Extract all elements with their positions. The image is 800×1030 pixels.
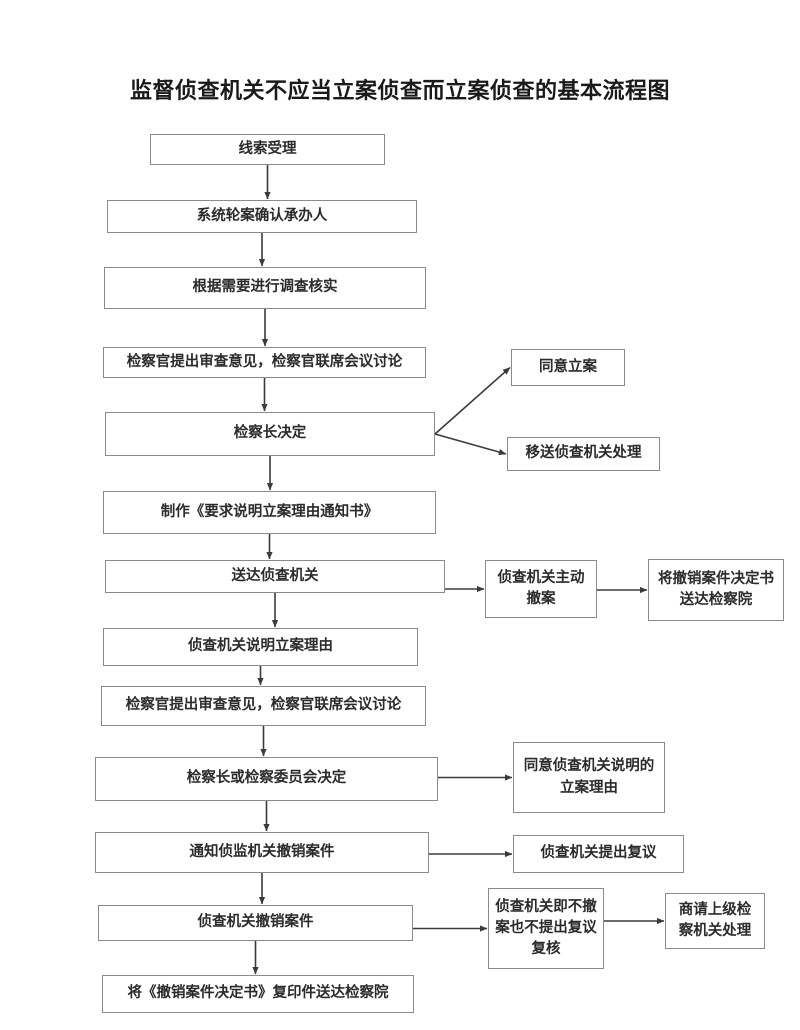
flow-node-label: 检察官提出审查意见，检察官联席会议讨论: [126, 353, 403, 370]
flow-node-label: 同意立案: [539, 358, 597, 375]
flow-node-n2: 系统轮案确认承办人: [107, 200, 417, 233]
flow-node-label: 根据需要进行调查核实: [192, 279, 338, 296]
flow-node-label: 移送侦查机关处理: [525, 445, 642, 462]
flow-node-n11: 将撤销案件决定书送达检察院: [648, 559, 784, 621]
flow-node-n21: 将《撤销案件决定书》复印件送达检察院: [102, 975, 414, 1013]
edge-n5-to-n7: [434, 433, 507, 456]
flow-node-label: 商请上级检察机关处理: [678, 901, 752, 939]
flow-node-label: 线索受理: [238, 140, 297, 157]
flow-node-n18: 侦查机关撤销案件: [98, 905, 413, 941]
flow-node-n3: 根据需要进行调查核实: [104, 267, 426, 309]
flow-node-n10: 侦查机关主动撤案: [485, 560, 597, 618]
flow-node-n4: 检察官提出审查意见，检察官联席会议讨论: [103, 347, 426, 378]
flow-node-label: 系统轮案确认承办人: [196, 207, 328, 224]
flow-node-label: 将撤销案件决定书送达检察院: [658, 570, 774, 608]
flow-node-n12: 侦查机关说明立案理由: [103, 628, 418, 666]
flow-node-n14: 检察长或检察委员会决定: [95, 757, 438, 801]
flow-node-label: 侦查机关撤销案件: [197, 914, 314, 931]
flow-node-n8: 制作《要求说明立案理由通知书》: [103, 491, 436, 534]
flow-node-label: 送达侦查机关: [231, 567, 319, 584]
flow-node-label: 检察长决定: [233, 425, 307, 442]
flow-node-label: 通知侦监机关撤销案件: [189, 843, 335, 860]
page-title: 监督侦查机关不应当立案侦查而立案侦查的基本流程图: [129, 78, 670, 103]
flow-node-n19: 侦查机关即不撤案也不提出复议复核: [488, 888, 604, 969]
flow-node-label: 侦查机关即不撤案也不提出复议复核: [495, 898, 597, 957]
flow-node-label: 制作《要求说明立案理由通知书》: [160, 503, 379, 520]
flow-node-label: 同意侦查机关说明的立案理由: [523, 758, 655, 796]
flow-node-n1: 线索受理: [150, 134, 385, 165]
flow-node-label: 检察官提出审查意见，检察官联席会议讨论: [125, 697, 402, 714]
flow-node-n5: 检察长决定: [105, 412, 435, 456]
flow-node-n13: 检察官提出审查意见，检察官联席会议讨论: [101, 686, 426, 726]
flow-node-n20: 商请上级检察机关处理: [665, 893, 765, 949]
flow-node-n6: 同意立案: [511, 349, 625, 386]
flow-node-label: 侦查机关说明立案理由: [188, 638, 333, 655]
flow-node-n15: 同意侦查机关说明的立案理由: [513, 742, 665, 813]
flow-node-label: 将《撤销案件决定书》复印件送达检察院: [127, 985, 389, 1002]
flow-node-n17: 侦查机关提出复议: [513, 835, 684, 873]
edge-n5-to-n6: [434, 366, 511, 435]
flow-node-label: 侦查机关主动撤案: [497, 569, 585, 607]
flow-node-n16: 通知侦监机关撤销案件: [95, 832, 429, 873]
flow-node-label: 侦查机关提出复议: [540, 845, 657, 862]
flow-node-label: 检察长或检察委员会决定: [186, 770, 347, 787]
flow-node-n9: 送达侦查机关: [105, 560, 445, 593]
flow-node-n7: 移送侦查机关处理: [507, 437, 660, 471]
